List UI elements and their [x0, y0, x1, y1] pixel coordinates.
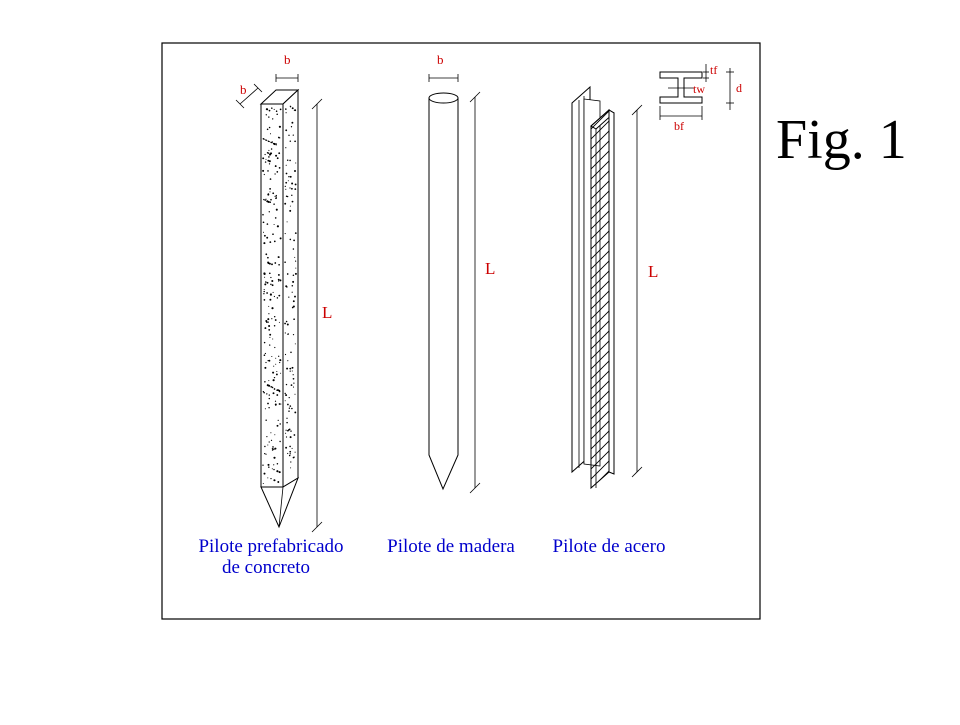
concrete-pile: b b L — [235, 52, 332, 533]
concrete-caption-line-2: de concreto — [222, 557, 310, 578]
steel-front-flange-side — [608, 109, 615, 475]
steel-caption: Pilote de acero — [553, 536, 666, 557]
d-label: d — [736, 81, 742, 95]
concrete-pile-tip — [260, 476, 299, 529]
timber-caption: Pilote de madera — [387, 536, 515, 557]
timber-pile-top — [428, 92, 459, 104]
steel-front-flange-face — [590, 108, 610, 490]
tw-label: tw — [693, 82, 705, 96]
steel-pile: L tf tw d — [571, 63, 742, 490]
concrete-pile-side-face — [282, 88, 299, 488]
dim-l-label: L — [322, 303, 332, 322]
timber-pile-body — [428, 98, 459, 491]
concrete-stipple — [262, 105, 297, 485]
dim-b-side-line — [239, 87, 259, 105]
dim-b-label: b — [437, 52, 444, 67]
h-section-shape — [659, 71, 703, 104]
dim-l-label: L — [648, 262, 658, 281]
h-section-detail: tf tw d bf — [659, 63, 742, 133]
figure-title: Fig. 1 — [776, 109, 907, 171]
dim-b-top-label: b — [284, 52, 291, 67]
tf-label: tf — [710, 63, 717, 77]
dim-l-label: L — [485, 259, 495, 278]
concrete-caption-line-1: Pilote prefabricado — [198, 536, 343, 557]
bf-label: bf — [674, 119, 684, 133]
dim-b-side-label: b — [240, 82, 247, 97]
diagram-frame — [161, 42, 761, 620]
timber-pile: b L — [428, 52, 495, 494]
